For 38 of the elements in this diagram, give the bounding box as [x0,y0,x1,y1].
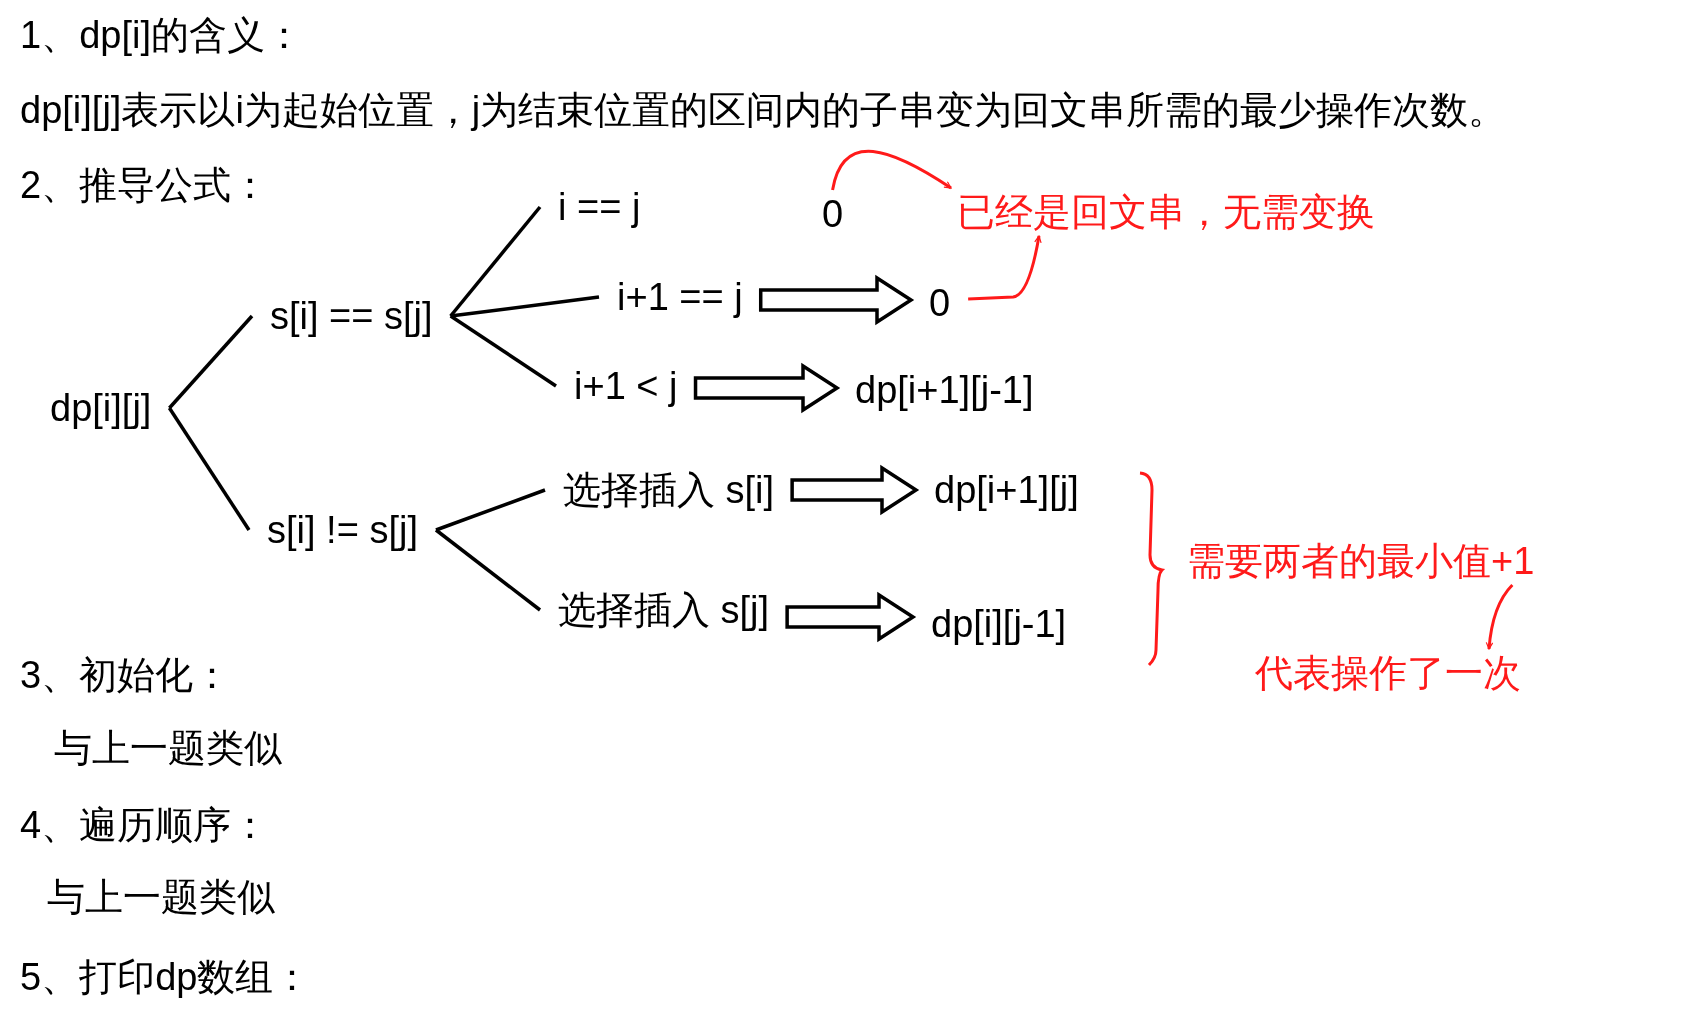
formula-text: s[i] == s[j] [270,295,433,337]
text-line: 3、初始化： [20,653,232,698]
text-line: dp[i][j]表示以i为起始位置，j为结束位置的区间内的子串变为回文串所需的最少操作次数。 [20,88,1507,133]
annotation-text: 需要两者的最小值+1 [1187,540,1535,582]
branch-line [449,314,557,388]
formula-text: 0 [929,282,951,324]
text-line: 与上一题类似 [47,875,275,920]
formula-text: i == j [558,186,641,228]
formula-text: s[i] != s[j] [267,509,418,551]
hollow-arrow [790,464,920,516]
text-line: 与上一题类似 [54,726,282,771]
formula-text: dp[i+1][j] [934,469,1079,511]
branch-line [167,407,251,531]
formula-text: 选择插入 s[i] [563,469,775,511]
text-line: 4、遍历顺序： [20,803,270,848]
branch-line [435,488,546,532]
formula-text: 选择插入 s[j] [558,589,770,631]
hollow-arrow [693,362,841,414]
text-line: 1、dp[i]的含义： [20,13,303,58]
curved-arrow [831,150,952,191]
annotation-text: 已经是回文串，无需变换 [957,191,1375,233]
hollow-arrow [785,591,917,643]
branch-line [434,528,542,612]
branch-line [450,295,600,318]
text-line: 2、推导公式： [20,163,270,208]
formula-text: 0 [822,193,844,235]
formula-text: dp[i][j-1] [931,603,1067,645]
formula-text: i+1 < j [574,365,678,407]
annotation-text: 代表操作了一次 [1255,652,1521,694]
curved-arrow [1485,584,1514,650]
text-line: 5、打印dp数组： [20,955,312,1000]
branch-line [449,205,542,318]
formula-text: dp[i+1][j-1] [855,369,1034,411]
curved-arrow [968,235,1042,301]
branch-line [168,314,254,410]
formula-text: i+1 == j [617,276,743,318]
hollow-arrow [758,274,915,326]
formula-text: dp[i][j] [50,387,152,429]
